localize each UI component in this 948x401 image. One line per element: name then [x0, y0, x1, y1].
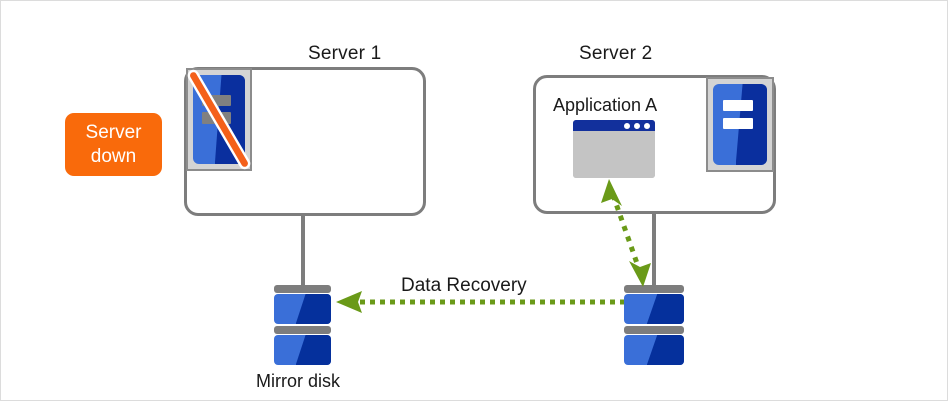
mirror-disk-caption: Mirror disk: [256, 371, 340, 391]
window-dot-3: [644, 122, 650, 129]
server-icon-active: [706, 77, 774, 172]
server-icon-body: [713, 84, 767, 165]
disk-left: [274, 285, 331, 365]
status-badge-server-down: Server down: [65, 113, 162, 176]
disk-cap-mid: [624, 326, 684, 334]
data-recovery-label: Data Recovery: [401, 275, 527, 296]
server-icon-bar-top: [202, 94, 232, 107]
server-icon-body: [193, 75, 245, 164]
disk-segment-shade: [295, 294, 331, 324]
disk-segment-2: [274, 335, 331, 365]
disk-cap-mid: [274, 326, 331, 334]
status-badge-line-1: Server: [85, 121, 142, 143]
disk-segment-shade: [646, 335, 684, 365]
server-2-title: Server 2: [579, 43, 653, 64]
disk-segment-1: [624, 294, 684, 324]
application-a-window: [573, 120, 655, 178]
data-recovery-arrow-icon: [336, 291, 624, 313]
window-dot-1: [624, 122, 630, 129]
server-icon-bar-bottom: [202, 112, 232, 124]
app-disk-io-arrow-icon: [601, 179, 651, 287]
window-dot-2: [634, 122, 640, 129]
disk-segment-shade: [646, 294, 684, 324]
application-window-titlebar: [573, 120, 655, 131]
server-1-title: Server 1: [308, 43, 382, 64]
server-icon-bar-top: [722, 100, 753, 111]
disk-segment-shade: [295, 335, 331, 365]
server-icon-bar-bottom: [722, 118, 753, 129]
server-icon-disabled: [186, 68, 252, 171]
disk-cap-top: [624, 285, 684, 293]
disk-segment-1: [274, 294, 331, 324]
status-badge-line-2: down: [90, 145, 137, 167]
server-2-disk-connector: [652, 214, 656, 286]
server-1-disk-connector: [301, 216, 305, 286]
application-a-label: Application A: [553, 95, 658, 115]
application-window-body: [573, 131, 655, 178]
disk-segment-2: [624, 335, 684, 365]
disk-cap-top: [274, 285, 331, 293]
disk-right: [624, 285, 684, 365]
